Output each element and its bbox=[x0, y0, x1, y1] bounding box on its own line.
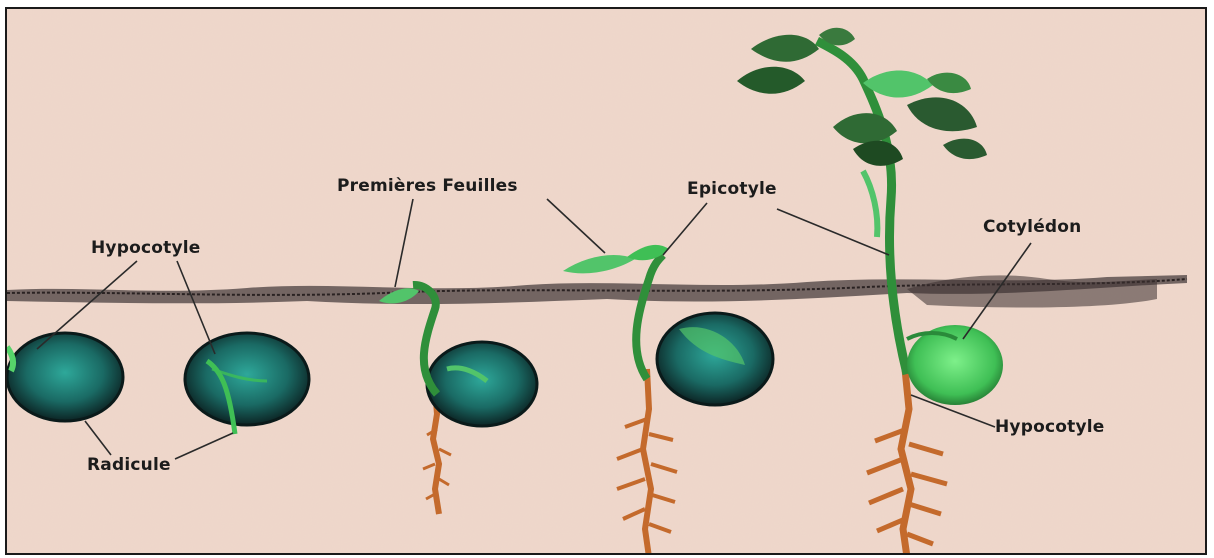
seed-stage-1 bbox=[7, 333, 123, 421]
label-hypocotyle-right: Hypocotyle bbox=[995, 417, 1104, 437]
germination-figure: Hypocotyle Radicule Premières Feuilles E… bbox=[5, 7, 1207, 555]
label-cotyledon: Cotylédon bbox=[983, 217, 1081, 237]
label-epicotyle: Epicotyle bbox=[687, 179, 777, 199]
label-hypocotyle-left: Hypocotyle bbox=[91, 238, 200, 258]
germination-drawing bbox=[7, 9, 1207, 555]
label-radicule: Radicule bbox=[87, 455, 171, 475]
label-premieres-feuilles: Premières Feuilles bbox=[337, 176, 518, 196]
